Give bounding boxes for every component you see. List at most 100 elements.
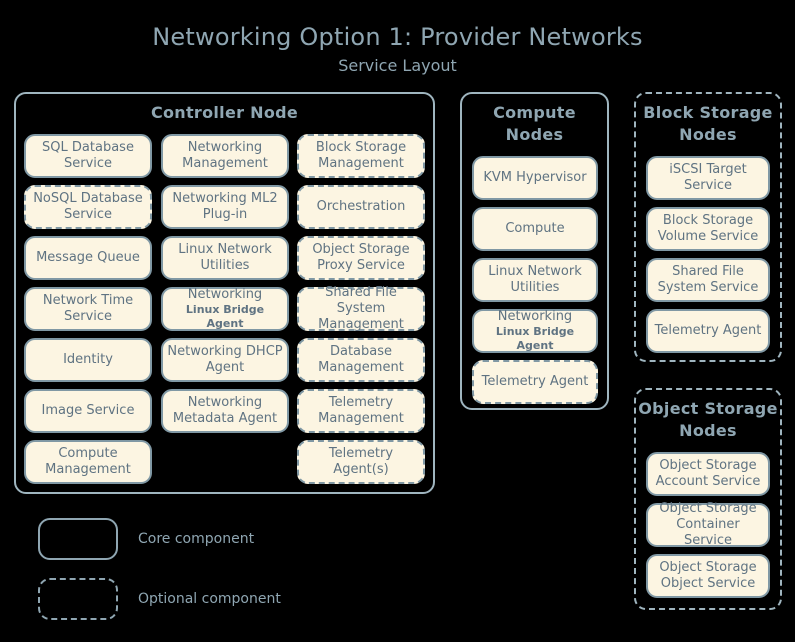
legend-item: Core component xyxy=(38,518,254,560)
service-box[interactable]: Shared File System Management xyxy=(297,285,425,333)
service-box-text: Image Service xyxy=(30,403,146,419)
service-box-text: Networking DHCP Agent xyxy=(167,344,283,376)
service-box-label: Orchestration xyxy=(316,199,406,214)
service-box-text: Telemetry Agent xyxy=(652,323,764,339)
service-box-label: Identity xyxy=(63,352,113,367)
service-box-label: Database Management xyxy=(318,344,404,375)
service-box-text: Networking ML2 Plug-in xyxy=(167,191,283,223)
service-box-text: Block Storage Management xyxy=(303,140,419,172)
service-box[interactable]: Message Queue xyxy=(24,236,152,280)
legend-label: Core component xyxy=(138,531,255,547)
service-box[interactable]: Compute xyxy=(472,207,598,251)
service-box-label: Telemetry Agent xyxy=(481,374,589,389)
service-box-text: Telemetry Agent xyxy=(478,374,592,390)
service-box-label: Object Storage Proxy Service xyxy=(312,242,410,273)
service-box[interactable]: Networking Metadata Agent xyxy=(161,389,289,433)
service-box-text: Block Storage Volume Service xyxy=(652,213,764,245)
service-box[interactable]: Networking DHCP Agent xyxy=(161,338,289,382)
service-box-label: Linux Network Utilities xyxy=(178,242,272,273)
service-box[interactable]: Telemetry Agent xyxy=(646,309,770,353)
service-box[interactable]: Identity xyxy=(24,338,152,382)
service-box[interactable]: Linux Network Utilities xyxy=(472,258,598,302)
service-box-text: Networking Metadata Agent xyxy=(167,395,283,427)
service-box-label: Telemetry Management xyxy=(318,395,404,426)
page-title: Networking Option 1: Provider Networks xyxy=(152,23,643,51)
diagram-title-block: Networking Option 1: Provider Networks S… xyxy=(0,22,795,77)
service-box-text: Network Time Service xyxy=(30,293,146,325)
service-box[interactable]: Image Service xyxy=(24,389,152,433)
service-box-label: Networking Management xyxy=(182,140,268,171)
service-box-text: Telemetry Management xyxy=(303,395,419,427)
service-box[interactable]: Telemetry Agent xyxy=(472,360,598,404)
service-box-text: Compute Management xyxy=(30,446,146,478)
service-box[interactable]: Object Storage Container Service xyxy=(646,501,770,549)
service-box[interactable]: Object Storage Object Service xyxy=(646,554,770,598)
service-box-label: Message Queue xyxy=(36,250,140,265)
service-box[interactable]: Orchestration xyxy=(297,185,425,229)
service-box-label: Compute xyxy=(505,221,565,236)
panel-title-compute-nodes: Compute Nodes xyxy=(493,103,576,144)
service-box-label: Telemetry Agent xyxy=(654,323,762,338)
service-box[interactable]: Object Storage Proxy Service xyxy=(297,236,425,280)
service-box[interactable]: Database Management xyxy=(297,338,425,382)
service-box-label: Networking xyxy=(497,309,573,324)
service-box-label: Networking ML2 Plug-in xyxy=(172,191,278,222)
service-box-label: Network Time Service xyxy=(42,293,134,324)
service-box-text: Identity xyxy=(30,352,146,368)
service-box-label: Networking Metadata Agent xyxy=(172,395,278,426)
service-box-text: Orchestration xyxy=(303,199,419,215)
service-box-label: Networking xyxy=(187,287,263,302)
service-box[interactable]: Linux Network Utilities xyxy=(161,236,289,280)
service-box-label: Networking DHCP Agent xyxy=(167,344,283,375)
service-box-text: Object Storage Object Service xyxy=(652,560,764,592)
legend-item: Optional component xyxy=(38,578,281,620)
legend-label: Optional component xyxy=(138,591,281,607)
service-box[interactable]: KVM Hypervisor xyxy=(472,156,598,200)
service-box-label: Shared File System Service xyxy=(657,264,759,295)
service-box[interactable]: Telemetry Agent(s) xyxy=(297,440,425,484)
service-box[interactable]: Object Storage Account Service xyxy=(646,452,770,496)
service-box-text: Shared File System Management xyxy=(303,285,419,333)
service-box-label: Object Storage Account Service xyxy=(655,458,761,489)
legend-swatch-solid xyxy=(38,518,118,560)
service-box-text: Database Management xyxy=(303,344,419,376)
service-box-text: iSCSI Target Service xyxy=(652,162,764,194)
panel-title-object-storage-nodes: Object Storage Nodes xyxy=(638,399,778,440)
service-box-label: NoSQL Database Service xyxy=(33,191,143,222)
service-box[interactable]: Networking ML2 Plug-in xyxy=(161,185,289,229)
service-box-label: Compute Management xyxy=(45,446,131,477)
service-box-label: Image Service xyxy=(41,403,135,418)
panel-title-block-storage-nodes: Block Storage Nodes xyxy=(643,103,773,144)
service-box[interactable]: Networking Management xyxy=(161,134,289,178)
service-box-text: Object Storage Container Service xyxy=(652,501,764,549)
service-box-label: SQL Database Service xyxy=(42,140,134,171)
service-box-label: Block Storage Volume Service xyxy=(657,213,759,244)
service-box-text: Compute xyxy=(478,221,592,237)
legend-swatch-dashed xyxy=(38,578,118,620)
service-box-text: Shared File System Service xyxy=(652,264,764,296)
service-box[interactable]: Compute Management xyxy=(24,440,152,484)
page-subtitle: Service Layout xyxy=(338,56,457,75)
service-box[interactable]: Block Storage Management xyxy=(297,134,425,178)
service-box-text: Telemetry Agent(s) xyxy=(303,446,419,478)
service-box[interactable]: iSCSI Target Service xyxy=(646,156,770,200)
service-box-label: Object Storage Object Service xyxy=(659,560,757,591)
service-box[interactable]: Block Storage Volume Service xyxy=(646,207,770,251)
service-box[interactable]: Telemetry Management xyxy=(297,389,425,433)
service-box[interactable]: Shared File System Service xyxy=(646,258,770,302)
service-box-text: Message Queue xyxy=(30,250,146,266)
service-box-text: KVM Hypervisor xyxy=(478,170,592,186)
panel-compute-nodes: Compute Nodes xyxy=(460,92,609,410)
service-box-text: Networking Management xyxy=(167,140,283,172)
service-box[interactable]: Network Time Service xyxy=(24,287,152,331)
panel-title-controller-node: Controller Node xyxy=(150,103,299,122)
service-box[interactable]: NoSQL Database Service xyxy=(24,185,152,229)
service-box-label: KVM Hypervisor xyxy=(483,170,587,185)
service-box-label: Object Storage Container Service xyxy=(659,501,757,548)
service-box-label: Block Storage Management xyxy=(315,140,407,171)
service-box[interactable]: SQL Database Service xyxy=(24,134,152,178)
